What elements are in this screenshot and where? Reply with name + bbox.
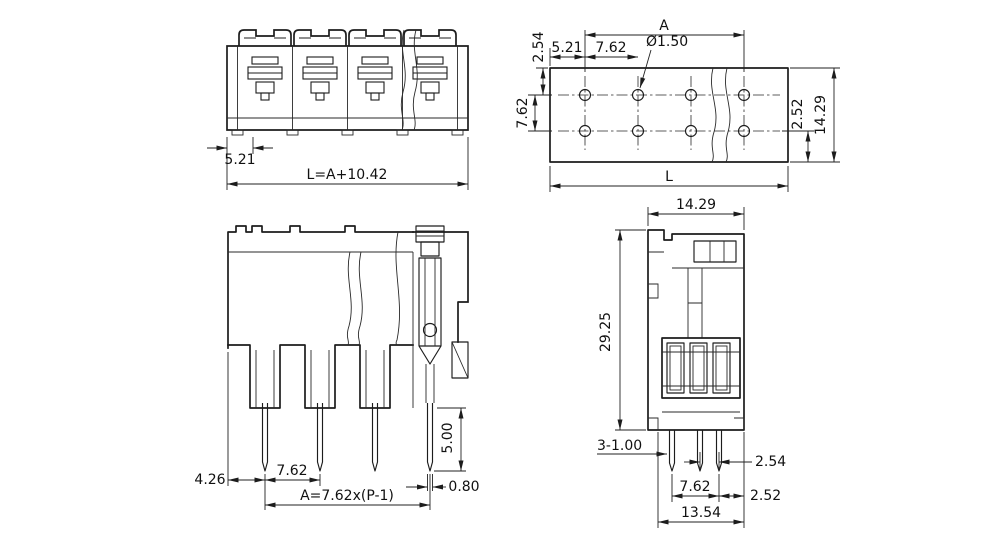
terminal-module bbox=[238, 29, 292, 101]
footprint-view: A 5.21 7.62 Ø1.50 2.54 7.62 2.52 bbox=[515, 18, 840, 192]
dim-label-footprint-row-to-edge: 2.52 bbox=[790, 98, 806, 129]
dim-front-edge-offset: 5.21 bbox=[207, 137, 273, 190]
dim-front-total-length: L=A+10.42 bbox=[227, 137, 469, 190]
solder-pin bbox=[316, 403, 324, 472]
side-view: 14.29 29.25 3-1.00 2.54 7.62 2.52 bbox=[597, 197, 786, 528]
dim-label-footprint-hole-dia: Ø1.50 bbox=[646, 34, 688, 50]
side-solder-pins bbox=[668, 430, 723, 472]
dim-label-footprint-row-pitch: 7.62 bbox=[515, 97, 531, 128]
dim-footprint-row-pitch: 7.62 bbox=[515, 95, 552, 132]
dim-label-footprint-edge-to-row: 2.54 bbox=[531, 31, 547, 62]
mounting-holes bbox=[578, 88, 751, 138]
dim-section-edge-to-pin: 4.26 bbox=[194, 352, 266, 510]
dim-footprint-row-to-edge: 2.52 bbox=[782, 98, 840, 163]
footprint-centerlines bbox=[558, 76, 780, 150]
dim-side-depth: 14.29 bbox=[647, 197, 745, 230]
dim-footprint-total-width: 14.29 bbox=[790, 67, 840, 162]
dim-label-footprint-total-length: L bbox=[665, 169, 673, 185]
dim-label-side-depth: 14.29 bbox=[676, 197, 716, 213]
dim-label-section-pin-length: 5.00 bbox=[440, 422, 456, 453]
section-break-lines bbox=[346, 231, 400, 346]
solder-pin bbox=[371, 403, 379, 472]
section-housing-outline bbox=[227, 225, 469, 409]
dim-label-side-pin-to-edge: 2.52 bbox=[750, 488, 781, 504]
mounting-hole bbox=[578, 88, 592, 102]
mounting-tabs bbox=[231, 129, 464, 136]
dim-label-section-edge-to-pin: 4.26 bbox=[194, 472, 225, 488]
dim-label-footprint-total-width: 14.29 bbox=[813, 95, 829, 135]
dim-side-pin-to-edge: 2.52 bbox=[719, 432, 781, 528]
solder-pin bbox=[715, 430, 723, 472]
solder-pin bbox=[668, 430, 676, 472]
dim-label-section-pin-width: 0.80 bbox=[448, 479, 479, 495]
clamp-body bbox=[418, 257, 442, 347]
dim-label-footprint-col-pitch: 7.62 bbox=[595, 40, 626, 56]
clamp-contact bbox=[666, 342, 685, 394]
terminal-module bbox=[403, 29, 457, 101]
clamp-hole bbox=[422, 322, 438, 338]
front-housing-outline bbox=[226, 45, 469, 136]
front-view: 5.21 L=A+10.42 bbox=[207, 29, 469, 190]
solder-pin bbox=[696, 430, 704, 472]
solder-pin bbox=[426, 403, 434, 472]
dim-label-side-pin-gap: 2.54 bbox=[755, 454, 786, 470]
dim-side-pin-spec: 3-1.00 bbox=[597, 438, 667, 457]
clamp-screw-head bbox=[415, 225, 445, 243]
dim-label-front-edge-offset: 5.21 bbox=[224, 152, 255, 168]
dim-section-pitch-formula: A=7.62x(P-1) bbox=[265, 474, 431, 510]
dim-footprint-hole-dia: Ø1.50 bbox=[639, 34, 688, 89]
dim-label-section-pitch-formula: A=7.62x(P-1) bbox=[300, 488, 394, 504]
clamp-contact bbox=[689, 342, 708, 394]
dim-label-side-height: 29.25 bbox=[598, 312, 614, 352]
dim-side-pin-span: 7.62 bbox=[671, 474, 720, 502]
dim-side-base-depth: 13.54 bbox=[657, 432, 744, 528]
pcb-outline bbox=[549, 67, 789, 163]
dim-footprint-edge-to-col: 5.21 bbox=[549, 40, 585, 66]
mounting-hole bbox=[684, 88, 698, 102]
wire-entry-window bbox=[693, 240, 737, 263]
terminal-module bbox=[348, 29, 402, 101]
dim-label-footprint-edge-to-col: 5.21 bbox=[551, 40, 582, 56]
mounting-hole bbox=[631, 88, 645, 102]
mounting-hole bbox=[684, 124, 698, 138]
solder-pin bbox=[261, 403, 269, 472]
dim-footprint-span: A bbox=[584, 18, 745, 72]
mounting-hole bbox=[737, 88, 751, 102]
dim-label-side-pin-span: 7.62 bbox=[679, 479, 710, 495]
footprint-break-lines bbox=[711, 67, 731, 163]
dim-label-side-base-depth: 13.54 bbox=[681, 505, 721, 521]
dim-side-pin-gap: 2.54 bbox=[684, 452, 786, 470]
mounting-hole bbox=[631, 124, 645, 138]
dim-footprint-total-length: L bbox=[549, 166, 789, 192]
mounting-hole bbox=[578, 124, 592, 138]
dim-label-front-total-length: L=A+10.42 bbox=[307, 167, 388, 183]
dim-section-pin-width: 0.80 bbox=[406, 474, 480, 495]
dim-section-pin-pitch: 7.62 bbox=[265, 463, 321, 486]
section-view: 4.26 7.62 A=7.62x(P-1) 5.00 0.80 bbox=[194, 225, 480, 510]
dim-footprint-col-pitch: 7.62 bbox=[585, 40, 638, 60]
side-housing-outline bbox=[647, 229, 745, 431]
clamp-contact bbox=[712, 342, 731, 394]
dim-label-section-pin-pitch: 7.62 bbox=[276, 463, 307, 479]
side-wire-clamp bbox=[661, 337, 741, 399]
dim-footprint-edge-to-row: 2.54 bbox=[528, 31, 552, 96]
section-solder-pins bbox=[261, 403, 434, 472]
mounting-hole bbox=[737, 124, 751, 138]
terminal-module bbox=[293, 29, 347, 101]
dim-side-height: 29.25 bbox=[598, 229, 646, 431]
front-break-lines bbox=[400, 29, 418, 131]
dim-section-pin-length: 5.00 bbox=[434, 407, 466, 472]
dim-label-footprint-span: A bbox=[659, 18, 669, 34]
clamp-screw-shank bbox=[420, 241, 440, 257]
dim-label-side-pin-spec: 3-1.00 bbox=[597, 438, 642, 454]
section-clamp-mechanism bbox=[415, 225, 445, 403]
